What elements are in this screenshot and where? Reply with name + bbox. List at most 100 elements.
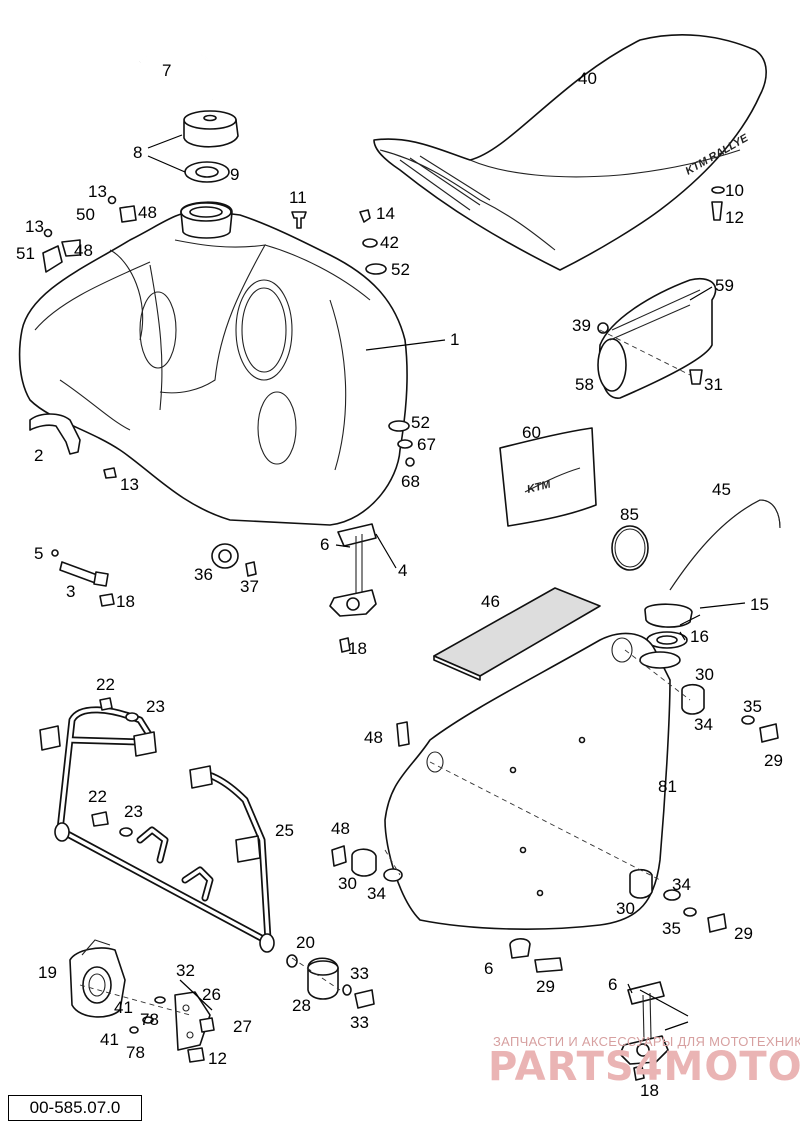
callout-16: 16	[690, 627, 709, 646]
tank-bracket	[29, 413, 81, 455]
tank-hardware	[42, 195, 415, 479]
callout-12: 12	[725, 208, 744, 227]
fuel-tap-upper	[329, 523, 377, 653]
callout-29c: 29	[536, 977, 555, 996]
tank-mounting-parts	[331, 683, 779, 973]
callout-34: 34	[694, 715, 713, 734]
callout-60: 60	[522, 423, 541, 442]
subframe	[56, 706, 272, 944]
callout-41: 78	[140, 1010, 159, 1029]
callout-48d: 48	[331, 819, 350, 838]
panel-brand: KTM	[526, 478, 553, 496]
callout-14: 14	[376, 204, 395, 223]
callout-42: 42	[380, 233, 399, 252]
callout-39: 39	[572, 316, 591, 335]
fuel-cap	[183, 110, 239, 148]
callout-50: 50	[76, 205, 95, 224]
leader-lines	[147, 134, 746, 1031]
callout-23: 23	[146, 697, 165, 716]
diagram-code: 00-585.07.0	[8, 1095, 142, 1121]
callout-37: 37	[240, 577, 259, 596]
callout-45: 45	[712, 480, 731, 499]
callout-3: 3	[66, 582, 75, 601]
callout-40: 40	[578, 69, 597, 88]
callout-52: 52	[391, 260, 410, 279]
callout-33b: 41	[100, 1030, 119, 1049]
callout-36: 36	[194, 565, 213, 584]
callout-25: 25	[275, 821, 294, 840]
callout-6b: 6	[608, 975, 617, 994]
callout-20: 19	[38, 963, 57, 982]
subframe-brackets	[39, 725, 275, 953]
callout-81: 81	[658, 777, 677, 796]
cap-seal	[184, 161, 230, 183]
tool-box	[597, 278, 717, 399]
callout-59: 59	[715, 276, 734, 295]
callout-18: 18	[116, 592, 135, 611]
callout-22: 22	[96, 675, 115, 694]
callout-34c: 34	[367, 884, 386, 903]
callout-19: 32	[176, 961, 195, 980]
callout-29: 29	[764, 751, 783, 770]
callout-27: 33	[350, 1013, 369, 1032]
callout-6: 6	[320, 535, 329, 554]
callout-15: 15	[750, 595, 769, 614]
grommet	[211, 543, 257, 577]
fuel-pump	[69, 939, 126, 1018]
callout-labels: 7 40 8 9 13 50 48 11 14 42 52 10 12 13 5…	[16, 61, 783, 1100]
callout-41b: 78	[126, 1043, 145, 1062]
callout-2: 2	[34, 446, 43, 465]
callout-18b: 18	[348, 639, 367, 658]
filter-pad	[433, 587, 601, 681]
callout-85: 85	[620, 505, 639, 524]
side-decal: KTM	[499, 427, 597, 527]
callout-8: 8	[133, 143, 142, 162]
pump-bracket	[129, 991, 215, 1063]
callout-30: 30	[695, 665, 714, 684]
callout-46: 46	[481, 592, 500, 611]
callout-78: 27	[233, 1017, 252, 1036]
callout-44: 6	[484, 959, 493, 978]
vent-hose	[669, 499, 781, 591]
callout-30c: 30	[616, 899, 635, 918]
callout-13: 13	[88, 182, 107, 201]
watermark-logo: PARTS4MOTOR.RU	[488, 1044, 800, 1090]
callout-29b: 29	[734, 924, 753, 943]
callout-13b: 13	[25, 217, 44, 236]
assembly-lines	[79, 329, 691, 1016]
fuel-tank	[18, 201, 408, 526]
callout-18c: 18	[640, 1081, 659, 1100]
callout-68: 68	[401, 472, 420, 491]
callout-48: 48	[138, 203, 157, 222]
watermark: ЗАПЧАСТИ И АКСЕССУАРЫ ДЛЯ МОТОТЕХНИКИ PA…	[488, 1034, 800, 1090]
seat: KTM RALLYE	[373, 34, 767, 271]
callout-22b: 22	[88, 787, 107, 806]
callout-28: 33	[350, 964, 369, 983]
callout-35b: 35	[662, 919, 681, 938]
callout-1: 1	[450, 330, 459, 349]
callout-35: 35	[743, 697, 762, 716]
callout-48c: 48	[364, 728, 383, 747]
seat-bolt	[711, 186, 725, 221]
callout-26: 28	[292, 996, 311, 1015]
frame-bolts	[91, 697, 139, 837]
callout-5: 5	[34, 544, 43, 563]
watermark-tagline: ЗАПЧАСТИ И АКСЕССУАРЫ ДЛЯ МОТОТЕХНИКИ	[493, 1034, 800, 1049]
callout-7: 7	[162, 61, 171, 80]
hose-clamp	[611, 525, 649, 571]
callout-23b: 23	[124, 802, 143, 821]
callout-10: 10	[725, 181, 744, 200]
callout-51: 51	[16, 244, 35, 263]
callout-48b: 48	[74, 241, 93, 260]
callout-12b: 12	[208, 1049, 227, 1068]
bolt-with-sleeve	[51, 549, 115, 607]
tank-cap-2	[644, 603, 693, 649]
part-drawings: KTM RALLYE KTM	[18, 34, 781, 1081]
rear-tank	[384, 632, 681, 930]
callout-52b: 52	[411, 413, 430, 432]
callout-4: 4	[398, 561, 407, 580]
subframe-inner	[58, 708, 270, 942]
callout-32: 26	[202, 985, 221, 1004]
